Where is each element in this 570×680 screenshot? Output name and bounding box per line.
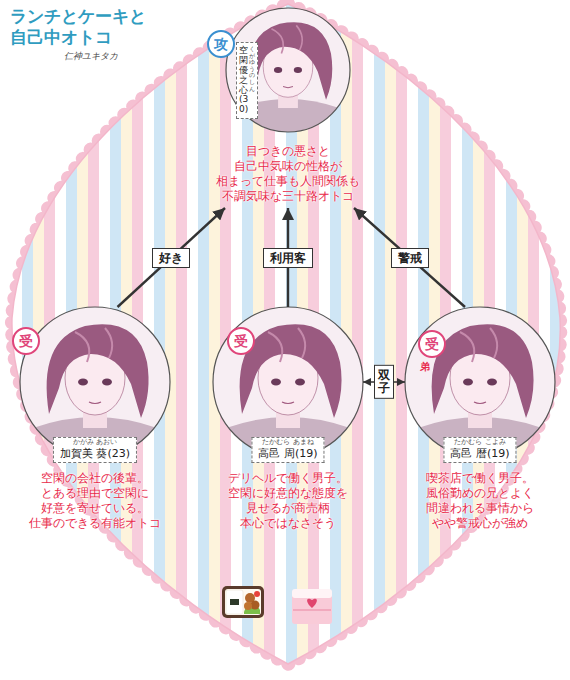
cake-illustration <box>292 589 332 624</box>
character-description: デリヘルで働く男子。 空閑に好意的な態度を 見せるが商売柄 本心ではなさそう <box>228 471 348 531</box>
name-plate: くが ゆうのしん空閑 優之心(30) <box>236 42 258 119</box>
name-plate: かがみ あおい加賀美 葵(23) <box>53 437 137 463</box>
name-reading: かがみ あおい <box>73 439 117 447</box>
name-reading: たかむら あまね <box>262 439 313 447</box>
character-node: 受かがみ あおい加賀美 葵(23)空閑の会社の後輩。 とある理由で空閑に 好意を… <box>20 307 170 535</box>
scalloped-frame <box>12 4 560 664</box>
character-description: 喫茶店で働く男子。 風俗勤めの兄とよく 間違われる事情から やや警戒心が強め <box>426 471 534 531</box>
character-name: 空閑 優之心(30) <box>239 46 248 115</box>
character-name: 高邑 周(19) <box>258 447 317 461</box>
role-badge: 受 <box>12 327 40 355</box>
character-node: 攻くが ゆうのしん空閑 優之心(30)目つきの悪さと 自己中気味の性格が 相まっ… <box>213 8 363 208</box>
relation-label: 利用客 <box>263 248 313 268</box>
name-reading: たかむら こよみ <box>454 439 505 447</box>
name-reading: くが ゆうのしん <box>249 46 255 92</box>
character-name: 高邑 暦(19) <box>450 447 509 461</box>
character-node: 受たかむら あまね高邑 周(19) デリヘルで働く男子。 空閑に好意的な態度を 見… <box>213 307 363 535</box>
portrait <box>17 307 173 462</box>
bento-illustration <box>222 586 264 618</box>
character-description: 目つきの悪さと 自己中気味の性格が 相まって仕事も人間関係も 不調気味な三十路オ… <box>216 144 360 204</box>
portrait <box>224 8 353 136</box>
role-badge: 攻 <box>207 30 235 58</box>
character-name: 加賀美 葵(23) <box>60 447 130 461</box>
character-description: 空閑の会社の後輩。 とある理由で空閑に 好意を寄せている。 仕事のできる有能オト… <box>29 471 161 531</box>
relation-label: 警戒 <box>391 248 429 268</box>
relation-label: 好き <box>152 248 190 268</box>
relation-label: 双子 <box>374 365 394 399</box>
role-badge: 受 <box>418 330 446 358</box>
name-plate: たかむら あまね高邑 周(19) <box>251 437 324 463</box>
portrait <box>402 307 558 462</box>
author-credit: 仁神ユキタカ <box>64 50 118 63</box>
role-badge: 受 <box>227 327 255 355</box>
sibling-mark: 弟 <box>420 361 430 373</box>
portrait <box>210 307 366 462</box>
relation-arrow <box>118 208 226 307</box>
name-plate: たかむら こよみ高邑 暦(19) <box>443 437 516 463</box>
relation-arrow <box>354 208 465 307</box>
diagram-title: ランチとケーキと 自己中オトコ <box>10 6 146 48</box>
character-node: 受弟たかむら こよみ高邑 暦(19) 喫茶店で働く男子。 風俗勤めの兄とよく 間違… <box>405 307 555 535</box>
